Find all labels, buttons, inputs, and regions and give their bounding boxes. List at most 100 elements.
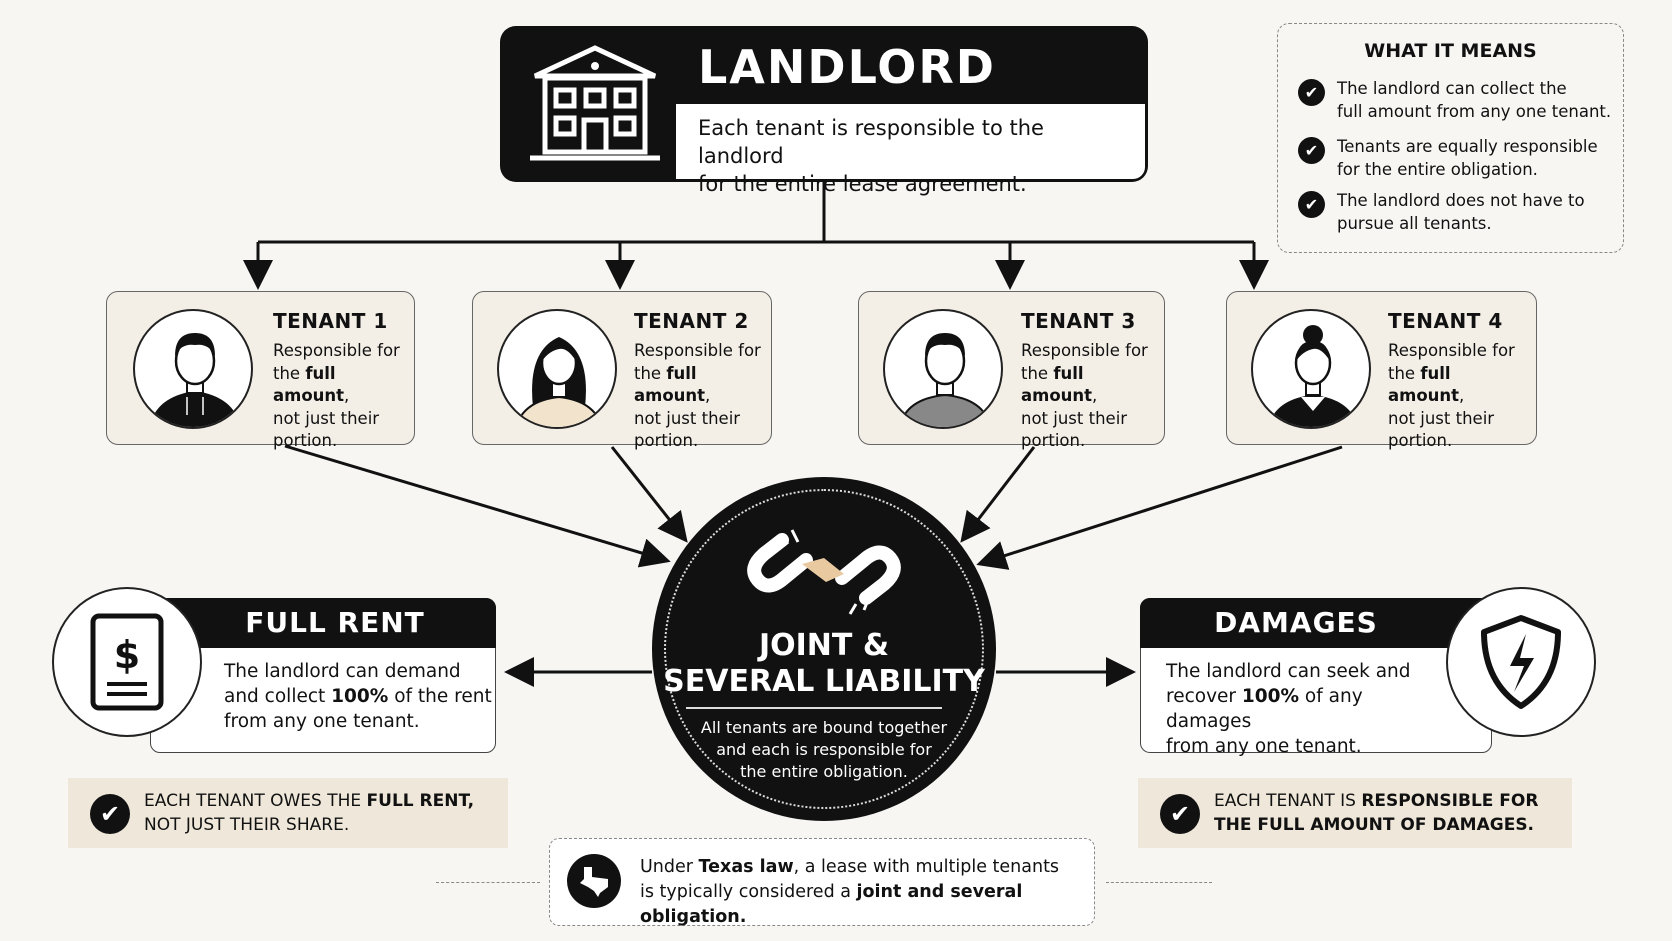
tenant-2-line-3: not just their	[634, 408, 741, 428]
center-title-line-1: JOINT &	[758, 628, 889, 663]
damages-header	[1140, 598, 1492, 648]
tenant-1-description: Responsible for the full amount, not jus…	[273, 340, 413, 453]
meaning-item: ✔ The landlord can collect the full amoun…	[1298, 77, 1618, 123]
full-rent-line-3: from any one tenant.	[224, 711, 420, 732]
arrow-tenant-2-to-center	[610, 446, 688, 543]
svg-text:$: $	[114, 633, 140, 677]
damages-percent: 100%	[1241, 686, 1300, 707]
check-icon: ✔	[90, 794, 130, 834]
man-tshirt-avatar-icon	[883, 309, 1003, 429]
building-icon	[530, 44, 660, 168]
damages-description: The landlord can seek and recover 100% o…	[1166, 659, 1436, 759]
tenant-4-line-4: portion.	[1388, 431, 1453, 450]
tenant-2-line-4: portion.	[634, 431, 699, 450]
damages-ribbon: ✔ EACH TENANT IS RESPONSIBLE FOR THE FUL…	[1138, 778, 1572, 848]
texas-law: Texas law	[698, 857, 794, 877]
full-rent-title: FULL RENT	[245, 606, 425, 639]
tenant-2-full-amount: full amount	[634, 363, 706, 406]
tenant-4-comma: ,	[1459, 386, 1465, 405]
damages-line-2c: of any damages	[1166, 686, 1363, 732]
full-rent-line-2c: of the rent	[388, 686, 492, 707]
full-rent-line-1: The landlord can demand	[224, 661, 461, 682]
tenant-2-title: TENANT 2	[634, 309, 749, 333]
what-it-means-title: WHAT IT MEANS	[1364, 40, 1537, 62]
tenant-3-description: Responsible for the full amount, not jus…	[1021, 340, 1161, 453]
arrow-tenant-4-to-center	[976, 445, 1343, 570]
tenant-1-line-1: Responsible for	[273, 341, 400, 360]
tenant-4-line-1: Responsible for	[1388, 341, 1515, 360]
woman-bun-avatar-icon	[1251, 309, 1371, 429]
tenant-1-comma: ,	[344, 386, 350, 405]
center-title-line-2: SEVERAL LIABILITY	[663, 664, 985, 699]
tenant-4-full-amount: full amount	[1388, 363, 1460, 406]
meaning-item-3-line-2: pursue all tenants.	[1337, 214, 1492, 233]
tenant-3-the: the	[1021, 363, 1054, 383]
full-rent-ribbon-b: FULL RENT,	[366, 791, 475, 811]
tenant-4-the: the	[1388, 363, 1421, 383]
texas-obligation: joint and several obligation.	[640, 882, 1023, 927]
landlord-desc-line-2: for the entire lease agreement.	[698, 172, 1027, 196]
center-title: JOINT & SEVERAL LIABILITY	[652, 628, 996, 700]
check-icon: ✔	[1298, 191, 1325, 218]
center-desc-line-2: and each is responsible for	[716, 740, 932, 759]
tenant-1-line-4: portion.	[273, 431, 338, 450]
dashed-divider-right	[1106, 882, 1212, 883]
tenant-1-line-3: not just their	[273, 408, 380, 428]
woman-long-hair-avatar-icon	[497, 309, 617, 429]
meaning-item: ✔ The landlord does not have to pursue al…	[1298, 189, 1618, 235]
tenant-4-title: TENANT 4	[1388, 309, 1503, 333]
meaning-item-1-line-1: The landlord can collect the	[1337, 79, 1567, 98]
tenant-4-description: Responsible for the full amount, not jus…	[1388, 340, 1528, 453]
texas-map-icon	[567, 854, 621, 908]
texas-note-text: Under Texas law, a lease with multiple t…	[640, 855, 1090, 930]
dollar-document-icon: $	[52, 587, 202, 737]
tenant-3-title: TENANT 3	[1021, 309, 1136, 333]
dashed-divider-left	[436, 882, 540, 883]
full-rent-line-2a: and collect	[224, 686, 332, 707]
meaning-item-1-line-2: full amount from any one tenant.	[1337, 102, 1612, 121]
tenant-1-the: the	[273, 363, 306, 383]
check-icon: ✔	[1298, 137, 1325, 164]
damages-ribbon-b: RESPONSIBLE FOR	[1361, 791, 1539, 811]
arrow-tenant-3-to-center	[960, 446, 1036, 543]
landlord-title: LANDLORD	[698, 40, 996, 94]
full-rent-ribbon-a: EACH TENANT OWES THE	[144, 791, 367, 811]
damages-line-1: The landlord can seek and	[1166, 661, 1411, 682]
tenant-3-comma: ,	[1092, 386, 1098, 405]
tenant-3-line-4: portion.	[1021, 431, 1086, 450]
center-desc-line-3: the entire obligation.	[740, 762, 908, 781]
center-divider	[686, 707, 942, 709]
check-icon: ✔	[1298, 79, 1325, 106]
what-it-means-box	[1277, 23, 1624, 253]
texas-a: Under	[640, 857, 699, 877]
tenant-2-description: Responsible for the full amount, not jus…	[634, 340, 774, 453]
full-rent-description: The landlord can demand and collect 100%…	[224, 659, 494, 734]
tenant-2-the: the	[634, 363, 667, 383]
meaning-item-3-line-1: The landlord does not have to	[1337, 191, 1585, 210]
full-rent-percent: 100%	[331, 686, 389, 707]
damages-line-2a: recover	[1166, 686, 1242, 707]
damages-line-3: from any one tenant.	[1166, 736, 1362, 757]
landlord-description: Each tenant is responsible to the landlo…	[676, 104, 1145, 196]
center-desc-line-1: All tenants are bound together	[700, 718, 948, 737]
texas-note-box	[549, 838, 1095, 926]
arrow-tenant-1-to-center	[284, 444, 671, 568]
man-hoodie-avatar-icon	[133, 309, 253, 429]
texas-d: is typically considered a	[640, 882, 857, 902]
broken-shield-icon	[1446, 587, 1596, 737]
tenant-4-line-3: not just their	[1388, 408, 1495, 428]
tenant-1-full-amount: full amount	[273, 363, 345, 406]
damages-ribbon-a: EACH TENANT IS	[1214, 791, 1362, 811]
damages-ribbon-c: THE FULL AMOUNT OF DAMAGES.	[1214, 815, 1535, 835]
full-rent-header	[150, 598, 496, 648]
tenant-1-title: TENANT 1	[273, 309, 388, 333]
damages-title: DAMAGES	[1214, 606, 1378, 639]
full-rent-ribbon: ✔ EACH TENANT OWES THE FULL RENT, NOT JU…	[68, 778, 508, 848]
meaning-item-2-line-1: Tenants are equally responsible	[1337, 137, 1598, 156]
tenant-3-line-3: not just their	[1021, 408, 1128, 428]
tenant-card-2	[472, 291, 772, 445]
tenant-3-full-amount: full amount	[1021, 363, 1093, 406]
texas-c: , a lease with multiple tenants	[793, 857, 1060, 877]
